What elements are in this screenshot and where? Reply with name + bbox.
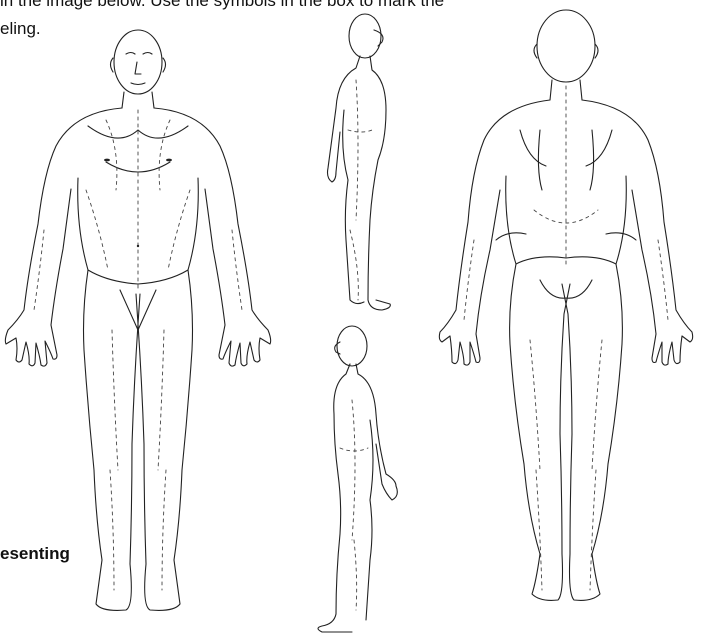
side-view-right-figure[interactable] xyxy=(328,14,391,310)
side-view-left-figure[interactable] xyxy=(318,326,397,632)
back-view-figure[interactable] xyxy=(439,10,692,600)
front-view-figure[interactable] xyxy=(5,30,270,610)
